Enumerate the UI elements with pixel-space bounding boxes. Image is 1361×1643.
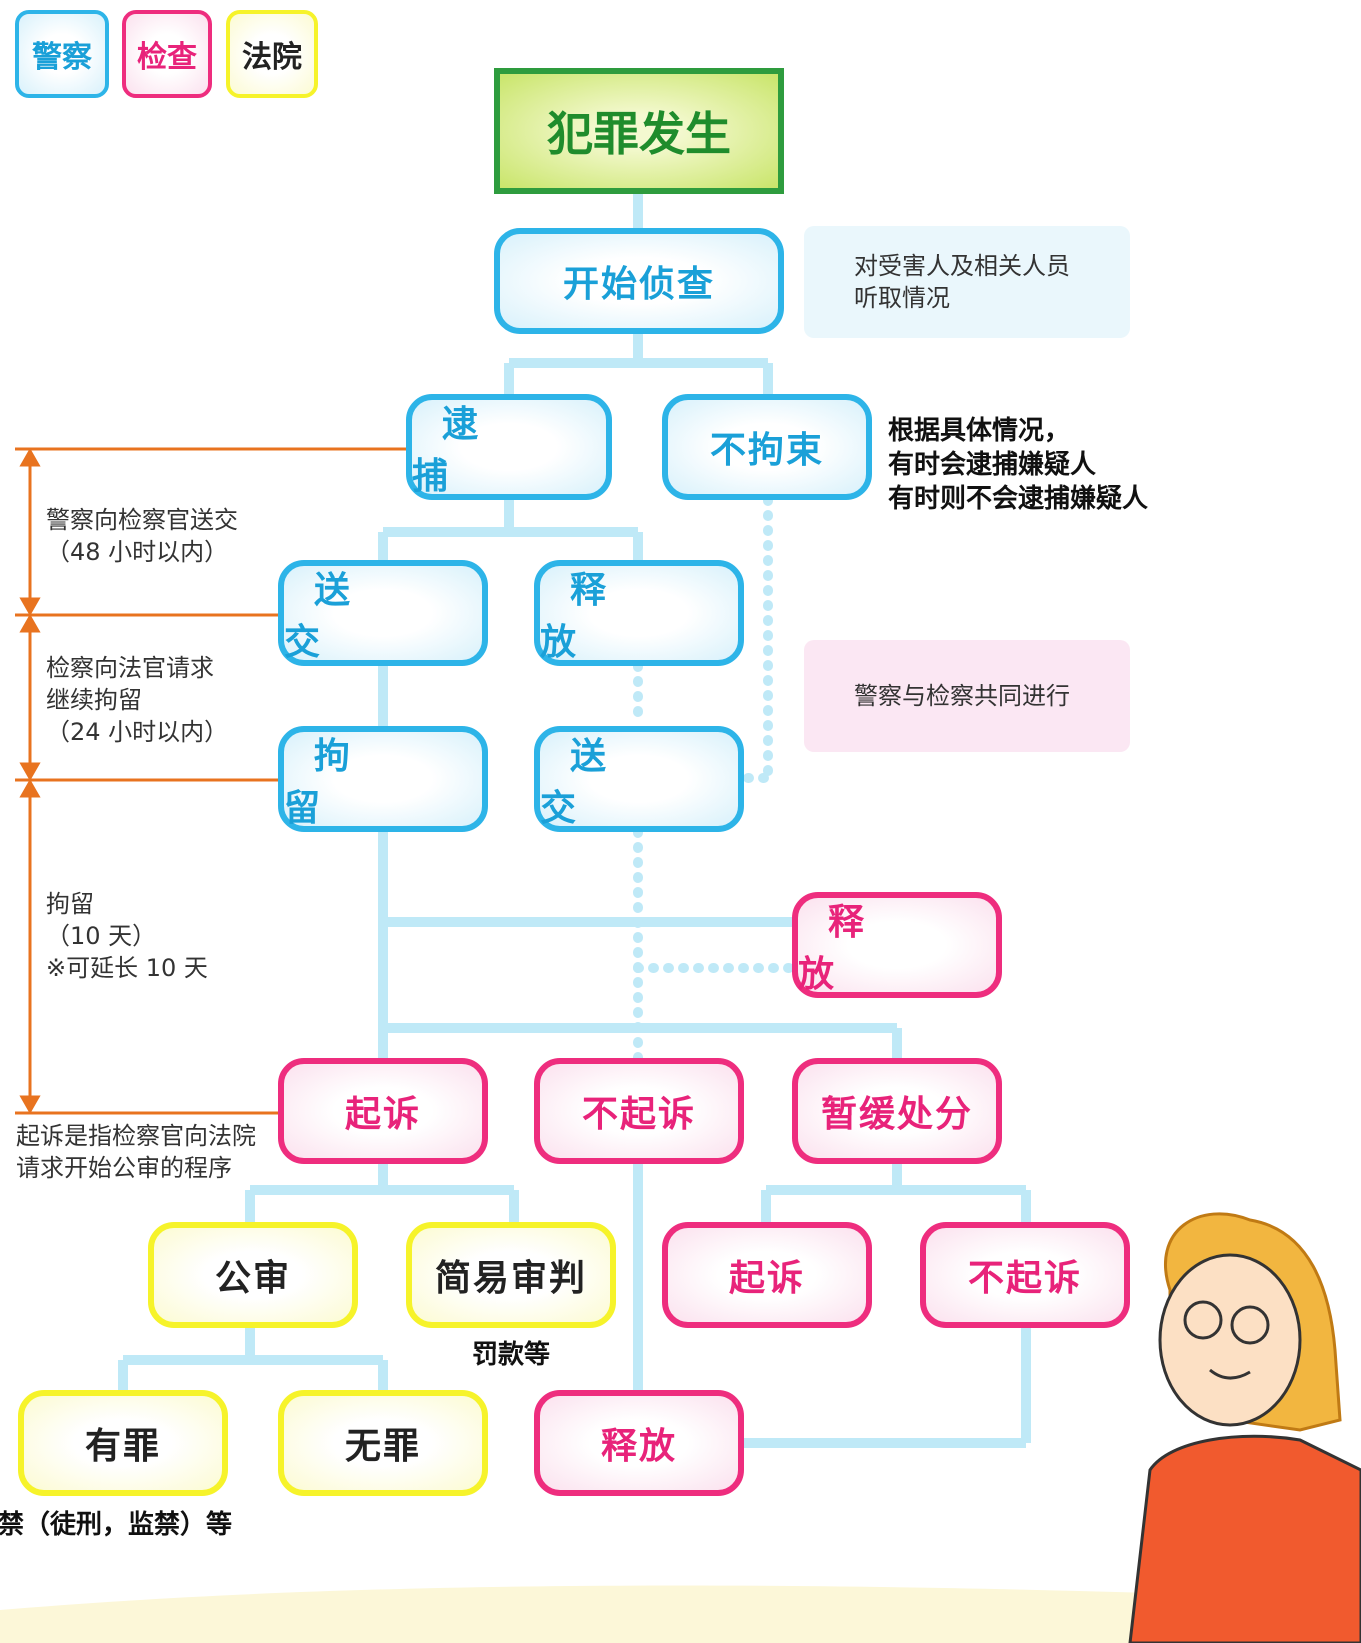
prosecutor-release-box: 释 放 — [792, 892, 1002, 998]
timeline-note-2-line-3: （24 小时以内） — [46, 718, 229, 746]
timeline-note-1-line-2: （48 小时以内） — [46, 538, 229, 566]
timeline-note-2-line-2: 继续拘留 — [46, 686, 142, 714]
indictment-box-2: 起诉 — [662, 1222, 872, 1328]
timeline-note-3-line-1: 拘留 — [46, 890, 94, 918]
timeline-note-3-line-3: ※可延长 10 天 — [46, 954, 208, 982]
final-release-box: 释放 — [534, 1390, 744, 1496]
arrest-note: 根据具体情况， 有时会逮捕嫌疑人 有时则不会逮捕嫌疑人 — [888, 414, 1148, 516]
no-detention-box: 不拘束 — [662, 394, 872, 500]
character-illustration — [1128, 1212, 1361, 1643]
joint-note-panel: 警察与检察共同进行 — [804, 640, 1130, 752]
arrest-box: 逮 捕 — [406, 394, 612, 500]
timeline-note-2: 检察向法官请求 继续拘留 （24 小时以内） — [46, 652, 228, 748]
non-indictment-box: 不起诉 — [534, 1058, 744, 1164]
referral-box-1: 送 交 — [278, 560, 488, 666]
hearing-note-line-2: 听取情况 — [854, 284, 950, 312]
release-box-1: 释 放 — [534, 560, 744, 666]
guilty-box: 有罪 — [18, 1390, 228, 1496]
crime-occurs-box: 犯罪发生 — [494, 68, 784, 194]
summary-trial-box: 简易审判 — [406, 1222, 616, 1328]
timeline-note-3: 拘留 （10 天） ※可延长 10 天 — [46, 888, 208, 984]
referral-box-2: 送 交 — [534, 726, 744, 832]
innocent-box: 无罪 — [278, 1390, 488, 1496]
legend-police: 警察 — [15, 10, 109, 98]
timeline-note-1-line-1: 警察向检察官送交 — [46, 506, 238, 534]
fine-note: 罚款等 — [472, 1340, 551, 1370]
indictment-note-line-2: 请求开始公审的程序 — [16, 1154, 232, 1182]
legend-court: 法院 — [226, 10, 318, 98]
investigation-start-box: 开始侦查 — [494, 228, 784, 334]
public-trial-box: 公审 — [148, 1222, 358, 1328]
guilty-sentence-note: 拘禁（徒刑，监禁）等 — [0, 1510, 233, 1540]
indictment-note-line-1: 起诉是指检察官向法院 — [16, 1122, 256, 1150]
arrest-note-line-2: 有时会逮捕嫌疑人 — [888, 450, 1097, 480]
hearing-note-line-1: 对受害人及相关人员 — [854, 252, 1070, 280]
indictment-box: 起诉 — [278, 1058, 488, 1164]
hearing-note-panel: 对受害人及相关人员 听取情况 — [804, 226, 1130, 338]
non-indictment-box-2: 不起诉 — [920, 1222, 1130, 1328]
suspended-disposition-box: 暂缓处分 — [792, 1058, 1002, 1164]
timeline-note-1: 警察向检察官送交 （48 小时以内） — [46, 504, 238, 568]
detention-box: 拘 留 — [278, 726, 488, 832]
arrest-note-line-3: 有时则不会逮捕嫌疑人 — [888, 484, 1149, 514]
timeline-note-2-line-1: 检察向法官请求 — [46, 654, 214, 682]
legend-prosecutor: 检查 — [122, 10, 212, 98]
indictment-note: 起诉是指检察官向法院 请求开始公审的程序 — [16, 1120, 256, 1184]
timeline-note-3-line-2: （10 天） — [46, 922, 157, 950]
arrest-note-line-1: 根据具体情况， — [888, 416, 1071, 446]
joint-note-text: 警察与检察共同进行 — [854, 682, 1070, 710]
